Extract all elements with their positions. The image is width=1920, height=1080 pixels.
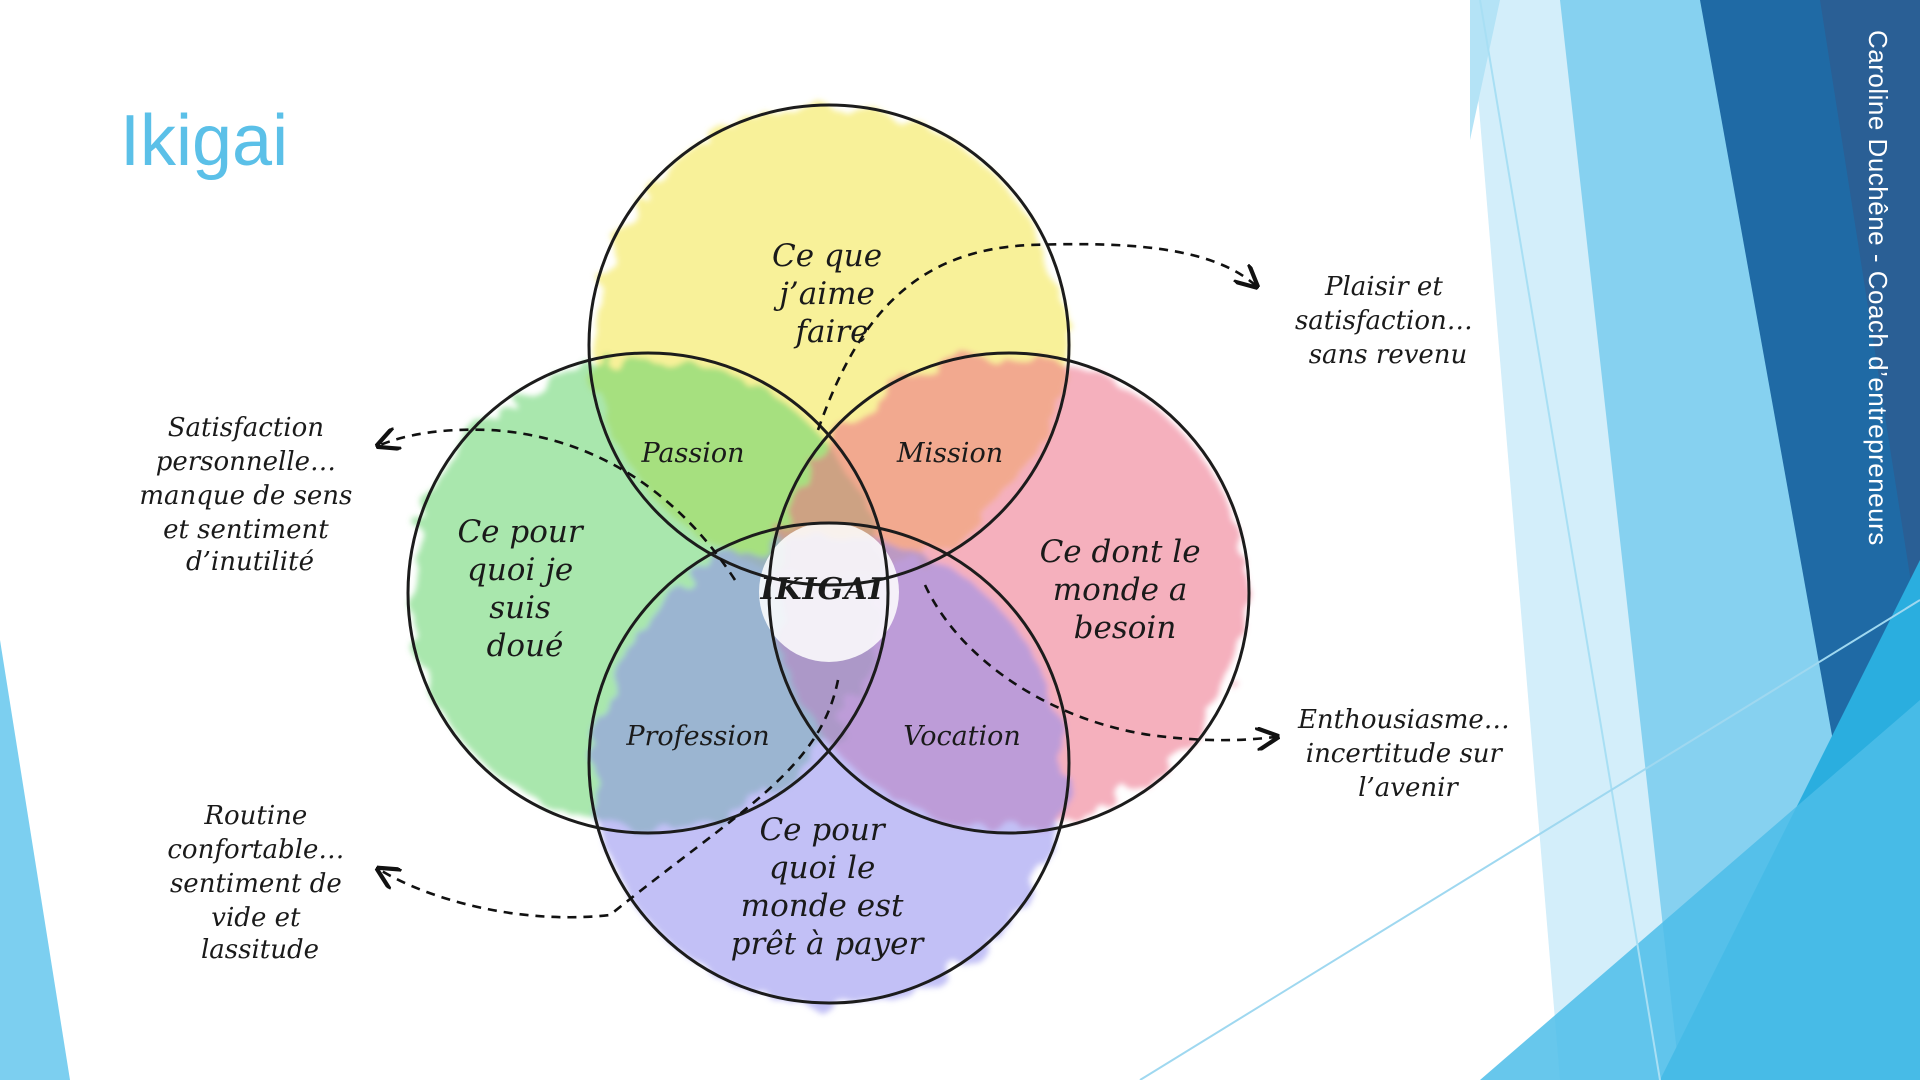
label-top: Ce que j’aime faire xyxy=(772,238,892,350)
circle-outlines xyxy=(406,103,1251,1005)
overlap-profession: Profession xyxy=(625,721,769,752)
note-left: Satisfaction personnelle… manque de sens… xyxy=(139,413,360,577)
note-bottom-right-line-2: incertitude sur xyxy=(1306,739,1504,769)
blob-bottom-blue xyxy=(594,535,1064,1005)
label-top-line-1: Ce que xyxy=(772,238,882,274)
note-top-right: Plaisir et satisfaction… sans revenu xyxy=(1295,272,1481,370)
note-bottom-left-line-3: sentiment de xyxy=(170,869,342,899)
overlap-passion: Passion xyxy=(640,438,744,469)
label-top-line-2: j’aime xyxy=(773,276,875,312)
note-top-right-line-2: satisfaction… xyxy=(1295,306,1473,336)
deco-shape-cyan xyxy=(1480,700,1920,1080)
note-left-line-4: et sentiment xyxy=(163,515,329,545)
circle-top xyxy=(587,103,1071,587)
author-credit: Caroline Duchêne - Coach d’entrepreneurs xyxy=(1863,30,1893,546)
label-bottom-line-4: prêt à payer xyxy=(731,926,926,962)
label-left-line-2: quoi je xyxy=(467,552,573,588)
note-bottom-left-line-5: lassitude xyxy=(201,935,319,965)
label-right-line-1: Ce dont le xyxy=(1040,534,1201,570)
note-bottom-right-line-3: l’avenir xyxy=(1358,773,1459,803)
note-left-line-5: d’inutilité xyxy=(186,547,314,577)
note-bottom-left-line-2: confortable… xyxy=(167,835,344,865)
label-left-line-1: Ce pour xyxy=(457,514,584,550)
note-bottom-left: Routine confortable… sentiment de vide e… xyxy=(167,801,352,965)
note-bottom-left-line-4: vide et xyxy=(211,903,301,933)
overlap-vocation: Vocation xyxy=(903,721,1021,752)
center-highlight xyxy=(759,522,899,662)
note-left-line-1: Satisfaction xyxy=(168,413,324,443)
deco-shape-navy xyxy=(1820,0,1920,640)
label-right-line-3: besoin xyxy=(1074,610,1177,646)
overlap-mission: Mission xyxy=(896,438,1003,469)
arrow-to-left xyxy=(380,430,737,581)
label-left-line-3: suis xyxy=(489,590,551,626)
label-bottom-line-3: monde est xyxy=(741,888,904,924)
deco-shape-strip xyxy=(1470,0,1500,140)
page-title: Ikigai xyxy=(120,101,289,181)
dashed-arrows xyxy=(380,242,1275,919)
deco-left-edge xyxy=(0,640,70,1080)
label-right: Ce dont le monde a besoin xyxy=(1040,534,1211,646)
note-bottom-right: Enthousiasme… incertitude sur l’avenir xyxy=(1297,705,1518,803)
arrow-to-bottom-right xyxy=(923,584,1275,740)
watercolor-blobs xyxy=(411,106,1245,1005)
label-bottom: Ce pour quoi le monde est prêt à payer xyxy=(731,812,926,962)
label-bottom-line-2: quoi le xyxy=(769,850,876,886)
note-left-line-3: manque de sens xyxy=(139,481,352,511)
note-top-right-line-1: Plaisir et xyxy=(1324,272,1443,302)
arrow-to-bottom-left xyxy=(380,679,840,919)
deco-line-2 xyxy=(1139,599,1920,1080)
circle-left xyxy=(406,351,890,835)
overlap-center-ikigai: IKIGAI xyxy=(759,572,883,607)
deco-line-1 xyxy=(1479,0,1661,1080)
note-left-line-2: personnelle… xyxy=(156,447,336,477)
note-bottom-left-line-1: Routine xyxy=(203,801,307,831)
label-top-line-3: faire xyxy=(793,314,868,350)
label-right-line-2: monde a xyxy=(1053,572,1188,608)
label-bottom-line-1: Ce pour xyxy=(759,812,886,848)
label-left: Ce pour quoi je suis doué xyxy=(457,514,592,664)
note-top-right-line-3: sans revenu xyxy=(1309,340,1468,370)
circle-right xyxy=(767,351,1251,835)
note-bottom-right-line-1: Enthousiasme… xyxy=(1297,705,1510,735)
circle-bottom xyxy=(587,521,1071,1005)
arrow-to-top-right xyxy=(816,242,1255,431)
label-left-line-4: doué xyxy=(487,628,564,664)
